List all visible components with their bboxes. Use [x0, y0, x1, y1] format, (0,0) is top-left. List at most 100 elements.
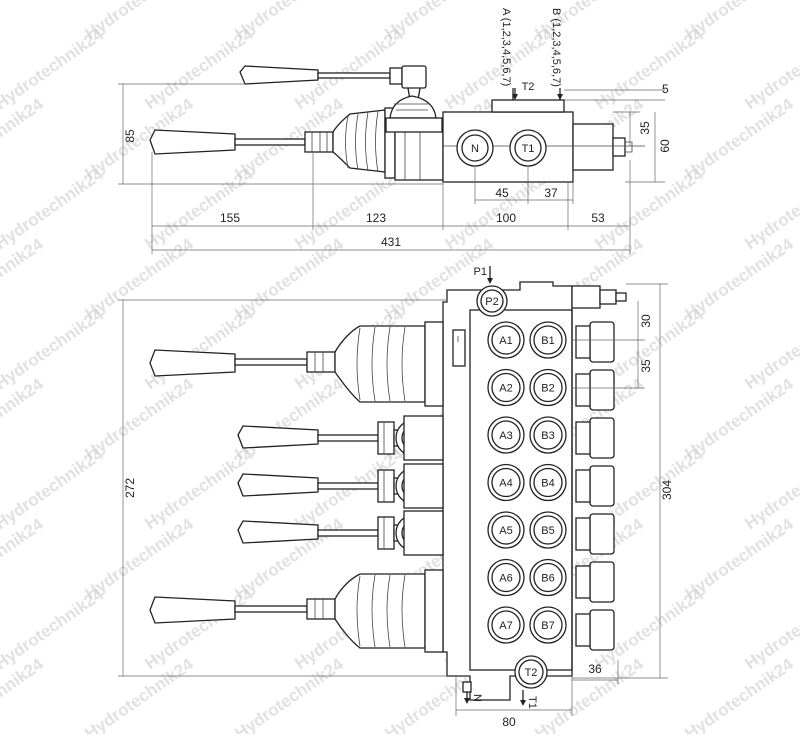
side-view: N T1 T2 A (1,2,3,4,5,6,7) B (1,2,3,4,5,6…: [118, 8, 672, 254]
watermark-text: Hydrotechnik24: [741, 164, 800, 253]
port-n-label: N: [471, 694, 483, 702]
right-caps: [575, 321, 615, 651]
port-a4: A4: [487, 463, 525, 502]
watermark-text: Hydrotechnik24: [681, 654, 797, 734]
dim-100: 100: [496, 211, 516, 225]
section-cap-base: [575, 613, 591, 647]
top-joystick-upper: [149, 321, 466, 407]
port-t1-label: T1: [526, 696, 538, 709]
joystick-dome: [385, 95, 443, 133]
watermark-text: Hydrotechnik24: [0, 444, 107, 533]
port-b3: B3: [529, 416, 567, 454]
section-cap-base: [575, 517, 591, 551]
port-b5: B5: [529, 511, 567, 549]
port-a2: A2: [487, 368, 525, 407]
section-cap: [589, 321, 615, 363]
watermark-text: Hydrotechnik24: [0, 304, 107, 393]
dim-123: 123: [366, 211, 386, 225]
side-port-n: N: [456, 129, 494, 167]
port-t2-label: T2: [525, 667, 538, 679]
dim-272: 272: [123, 478, 137, 498]
port-b2: B2: [529, 368, 567, 407]
top-joystick-lower: [149, 569, 444, 653]
watermark-text: Hydrotechnik24: [0, 164, 107, 253]
port-a7-label: A7: [499, 620, 512, 632]
relief-screw: [612, 137, 626, 157]
relief-nut: [599, 289, 617, 305]
port-a2-label: A2: [499, 383, 512, 395]
port-b7-label: B7: [541, 620, 554, 632]
section-cap-base: [575, 325, 591, 359]
side-dimensions: 85 5 35 60 45 37 155 123 100: [118, 82, 672, 254]
port-a1-label: A1: [499, 335, 512, 347]
dim-37: 37: [544, 186, 558, 200]
dim-36: 36: [588, 662, 602, 676]
watermark-text: Hydrotechnik24: [0, 24, 107, 113]
dim-155: 155: [220, 211, 240, 225]
small-lever-1: [237, 415, 444, 461]
port-a4-label: A4: [499, 478, 512, 490]
port-a6-label: A6: [499, 573, 512, 585]
relief-tip: [615, 292, 627, 302]
port-b4-label: B4: [541, 478, 554, 490]
port-b6: B6: [529, 558, 567, 597]
dim-304: 304: [660, 480, 674, 500]
port-p2: P2: [476, 285, 508, 317]
port-p2-label: P2: [485, 296, 498, 308]
port-b2-label: B2: [541, 383, 554, 395]
top-dimensions: 272 304 30 35 36 80: [118, 283, 674, 729]
relief-valve: [571, 285, 601, 309]
port-b3-label: B3: [541, 430, 554, 442]
dim-35-side: 35: [638, 121, 652, 135]
dim-53: 53: [591, 211, 605, 225]
side-port-t2-label: T2: [522, 81, 535, 93]
section-cap: [589, 465, 615, 507]
section-cap-base: [575, 421, 591, 455]
port-b1-label: B1: [541, 335, 554, 347]
watermark-text: Hydrotechnik24: [141, 304, 257, 393]
small-lever-3: [237, 510, 444, 556]
small-lever-2: [237, 463, 444, 509]
b-ports-label: B (1,2,3,4,5,6,7): [550, 8, 562, 87]
dim-35-top: 35: [639, 359, 653, 373]
port-a5: A5: [487, 511, 525, 549]
watermark-text: Hydrotechnik24: [81, 654, 197, 734]
watermark-text: Hydrotechnik24: [741, 24, 800, 113]
side-port-n-label: N: [471, 143, 479, 155]
a-ports-label: A (1,2,3,4,5,6,7): [500, 8, 512, 86]
watermark-text: Hydrotechnik24: [141, 24, 257, 113]
section-cap-base: [575, 565, 591, 599]
port-a7: A7: [487, 606, 525, 644]
side-port-t1-label: T1: [522, 143, 535, 155]
section-cap: [589, 609, 615, 651]
port-p1-label: P1: [474, 266, 487, 278]
watermark-text: Hydrotechnik24: [0, 584, 107, 673]
watermark-text: Hydrotechnik24: [0, 0, 47, 43]
side-port-t1: T1: [509, 129, 547, 167]
dim-30: 30: [639, 314, 653, 328]
section-cap: [589, 513, 615, 555]
dim-height-85: 85: [123, 129, 137, 143]
dim-431: 431: [381, 235, 401, 249]
port-b6-label: B6: [541, 573, 554, 585]
section-cap: [589, 417, 615, 459]
watermark-text: Hydrotechnik24: [741, 304, 800, 393]
port-a6: A6: [487, 558, 525, 597]
dim-45: 45: [495, 186, 509, 200]
dim-60: 60: [658, 139, 672, 153]
port-b4: B4: [529, 463, 567, 502]
port-a5-label: A5: [499, 525, 512, 537]
port-t2: T2: [514, 655, 548, 689]
section-cap: [589, 561, 615, 603]
small-levers: [237, 415, 444, 556]
dim-80: 80: [502, 715, 516, 729]
watermark-text: Hydrotechnik24: [141, 164, 257, 253]
section-cap-base: [575, 373, 591, 407]
watermark-text: Hydrotechnik24: [741, 444, 800, 533]
t2-port-block: [491, 99, 565, 113]
upper-lever: [239, 65, 427, 101]
